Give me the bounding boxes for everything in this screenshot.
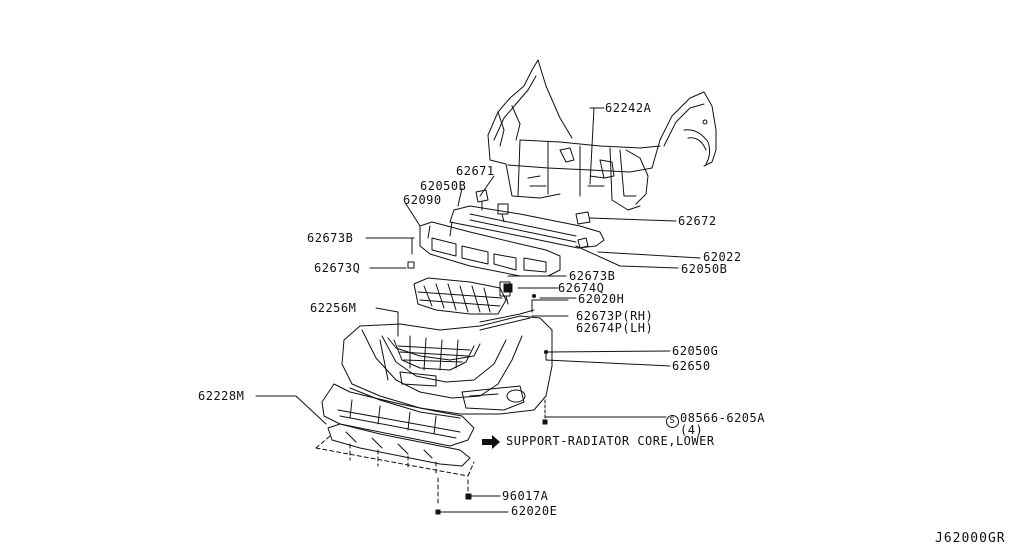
callout-62673b-left[interactable]: 62673B [307, 231, 354, 245]
engine-undercover-drawing [255, 383, 475, 507]
upper-bumper-reinforcement-drawing [449, 189, 701, 269]
callout-62242a[interactable]: 62242A [605, 101, 652, 115]
reference-arrow [482, 435, 500, 449]
callout-62228m[interactable]: 62228M [198, 389, 245, 403]
callout-62673q[interactable]: 62673Q [314, 261, 361, 275]
callout-62050g[interactable]: 62050G [672, 344, 719, 358]
callout-62672[interactable]: 62672 [678, 214, 717, 228]
callout-08566-quantity: (4) [680, 423, 704, 437]
figure-code: J62000GR [935, 531, 1006, 546]
bumper-reinforcement-drawing [365, 221, 561, 277]
leader-lines [369, 107, 667, 513]
callout-62256m[interactable]: 62256M [310, 301, 357, 315]
callout-62673b-middle[interactable]: 62673B [569, 269, 616, 283]
callout-62020e[interactable]: 62020E [511, 504, 558, 518]
front-bumper-fascia-drawing [341, 299, 671, 419]
callout-62650[interactable]: 62650 [672, 359, 711, 373]
callout-62674q[interactable]: 62674Q [558, 281, 605, 295]
callout-62673p-rh[interactable]: 62673P(RH) [576, 309, 654, 323]
upper-grille-drawing [413, 275, 567, 315]
callout-62090[interactable]: 62090 [403, 193, 442, 207]
callout-62050b-upper[interactable]: 62050B [420, 179, 467, 193]
bolt-symbol-icon: S [666, 415, 679, 428]
reference-note-support-radiator-core[interactable]: SUPPORT-RADIATOR CORE,LOWER [506, 434, 715, 448]
callout-62671[interactable]: 62671 [456, 164, 495, 178]
callout-62674p-lh[interactable]: 62674P(LH) [576, 321, 654, 335]
callout-96017a[interactable]: 96017A [502, 489, 549, 503]
callout-62050b-right[interactable]: 62050B [681, 262, 728, 276]
callout-08566-6205a-label: 08566-6205A [680, 411, 765, 425]
callout-62020h[interactable]: 62020H [578, 292, 625, 306]
callout-62022[interactable]: 62022 [703, 250, 742, 264]
radiator-core-support-drawing [487, 59, 717, 225]
fastener-marks [435, 203, 548, 515]
